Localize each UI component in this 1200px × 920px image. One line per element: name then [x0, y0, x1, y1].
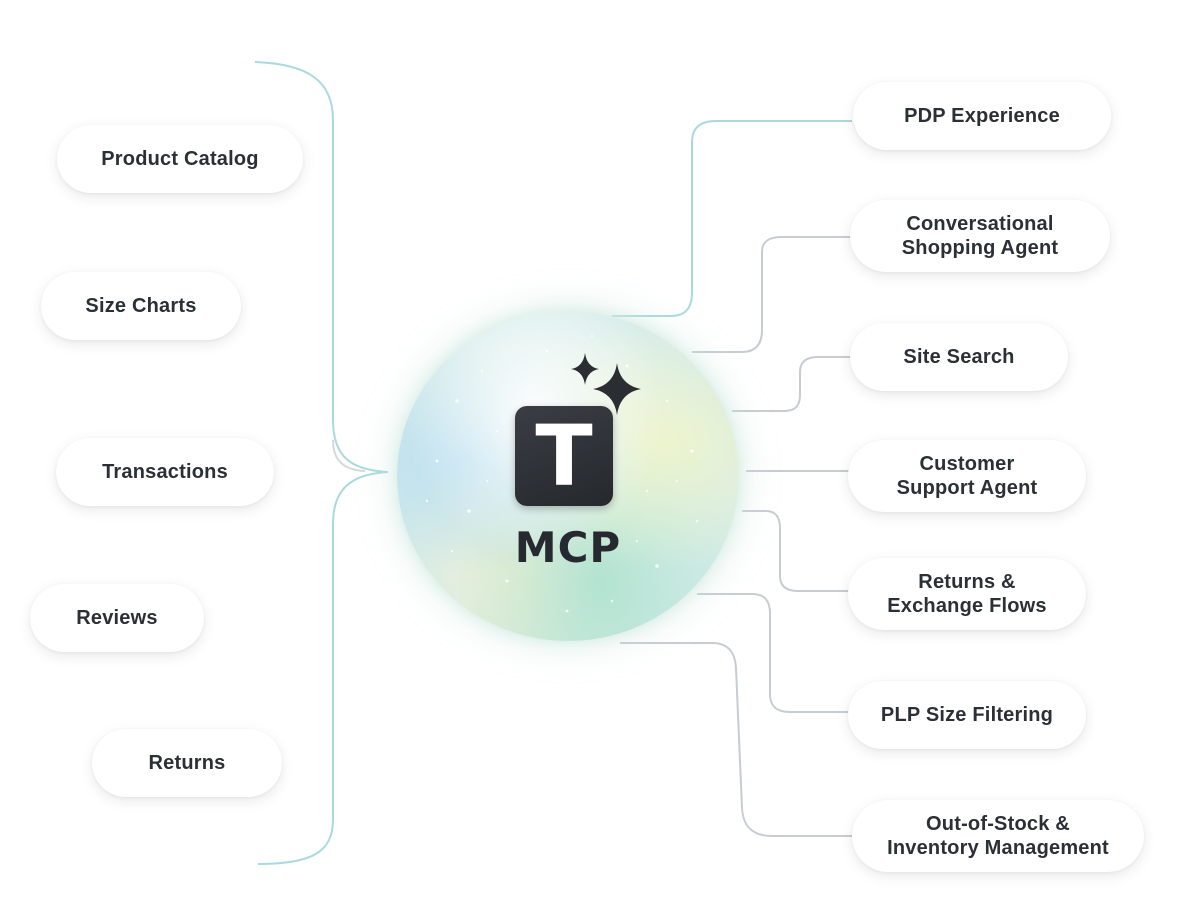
source-pill-transactions: Transactions [56, 438, 274, 506]
pill-label: Product Catalog [101, 148, 259, 170]
pill-label: PDP Experience [904, 105, 1060, 127]
connector-site-search [732, 356, 850, 412]
source-pill-returns: Returns [92, 729, 282, 797]
hub-title: MCP [514, 523, 622, 572]
output-pill-customer-support-agent: Customer Support Agent [848, 440, 1086, 512]
pill-label: Out-of-Stock & Inventory Management [887, 813, 1109, 859]
connector-returns-exchange-flows [742, 510, 850, 592]
pill-label: Reviews [76, 607, 158, 629]
pill-label: Returns [148, 752, 226, 774]
output-pill-returns-exchange-flows: Returns & Exchange Flows [848, 558, 1086, 630]
sparkle-icon [571, 353, 641, 415]
pill-label: Customer Support Agent [896, 453, 1038, 499]
sparkle-dots [425, 335, 699, 613]
left-bracket-line [254, 61, 389, 473]
output-pill-out-of-stock-inventory: Out-of-Stock & Inventory Management [852, 800, 1144, 872]
logo-letter: T [535, 407, 593, 505]
pill-label: Returns & Exchange Flows [887, 571, 1047, 617]
pill-label: Site Search [903, 346, 1015, 368]
pill-label: PLP Size Filtering [880, 704, 1054, 726]
source-pill-size-charts: Size Charts [41, 272, 241, 340]
left-bracket-line [257, 471, 389, 865]
connector-pdp-experience [612, 120, 852, 317]
connector-plp-size-filtering [697, 593, 850, 713]
pill-label: Conversational Shopping Agent [901, 213, 1059, 259]
connector-out-of-stock-inventory [620, 642, 852, 837]
connector-conversational-shopping-agent [692, 236, 850, 353]
pill-label: Transactions [102, 461, 228, 483]
output-pill-plp-size-filtering: PLP Size Filtering [848, 681, 1086, 749]
source-pill-product-catalog: Product Catalog [57, 125, 303, 193]
output-pill-site-search: Site Search [850, 323, 1068, 391]
source-pill-reviews: Reviews [30, 584, 204, 652]
output-pill-pdp-experience: PDP Experience [853, 82, 1111, 150]
mcp-hub: T MCP [397, 311, 739, 641]
output-pill-conversational-shopping-agent: Conversational Shopping Agent [850, 200, 1110, 272]
mcp-logo-tile: T [515, 406, 613, 506]
left-bracket-line [332, 439, 366, 472]
pill-label: Size Charts [85, 295, 197, 317]
